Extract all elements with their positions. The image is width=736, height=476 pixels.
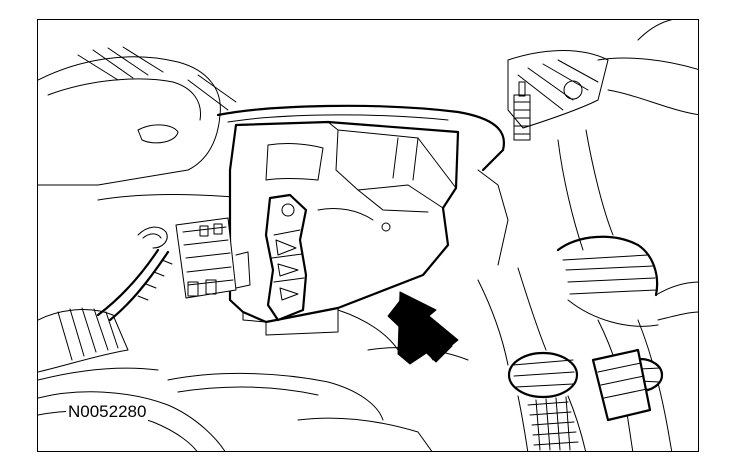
upper-left-panel <box>38 46 237 186</box>
electrical-connector <box>175 217 251 299</box>
figure-frame: N0052280 <box>37 19 699 452</box>
component-illustration <box>38 20 698 451</box>
figure-reference-code: N0052280 <box>66 402 149 422</box>
upper-right-bracket <box>507 20 698 129</box>
mounting-stud <box>513 81 531 141</box>
indicator-arrow <box>387 291 459 365</box>
module-housing <box>228 120 460 336</box>
lower-center-hose <box>477 267 587 451</box>
wiring-harness <box>38 226 173 381</box>
lattice-bracket <box>264 193 308 322</box>
right-connector-block <box>591 348 652 422</box>
